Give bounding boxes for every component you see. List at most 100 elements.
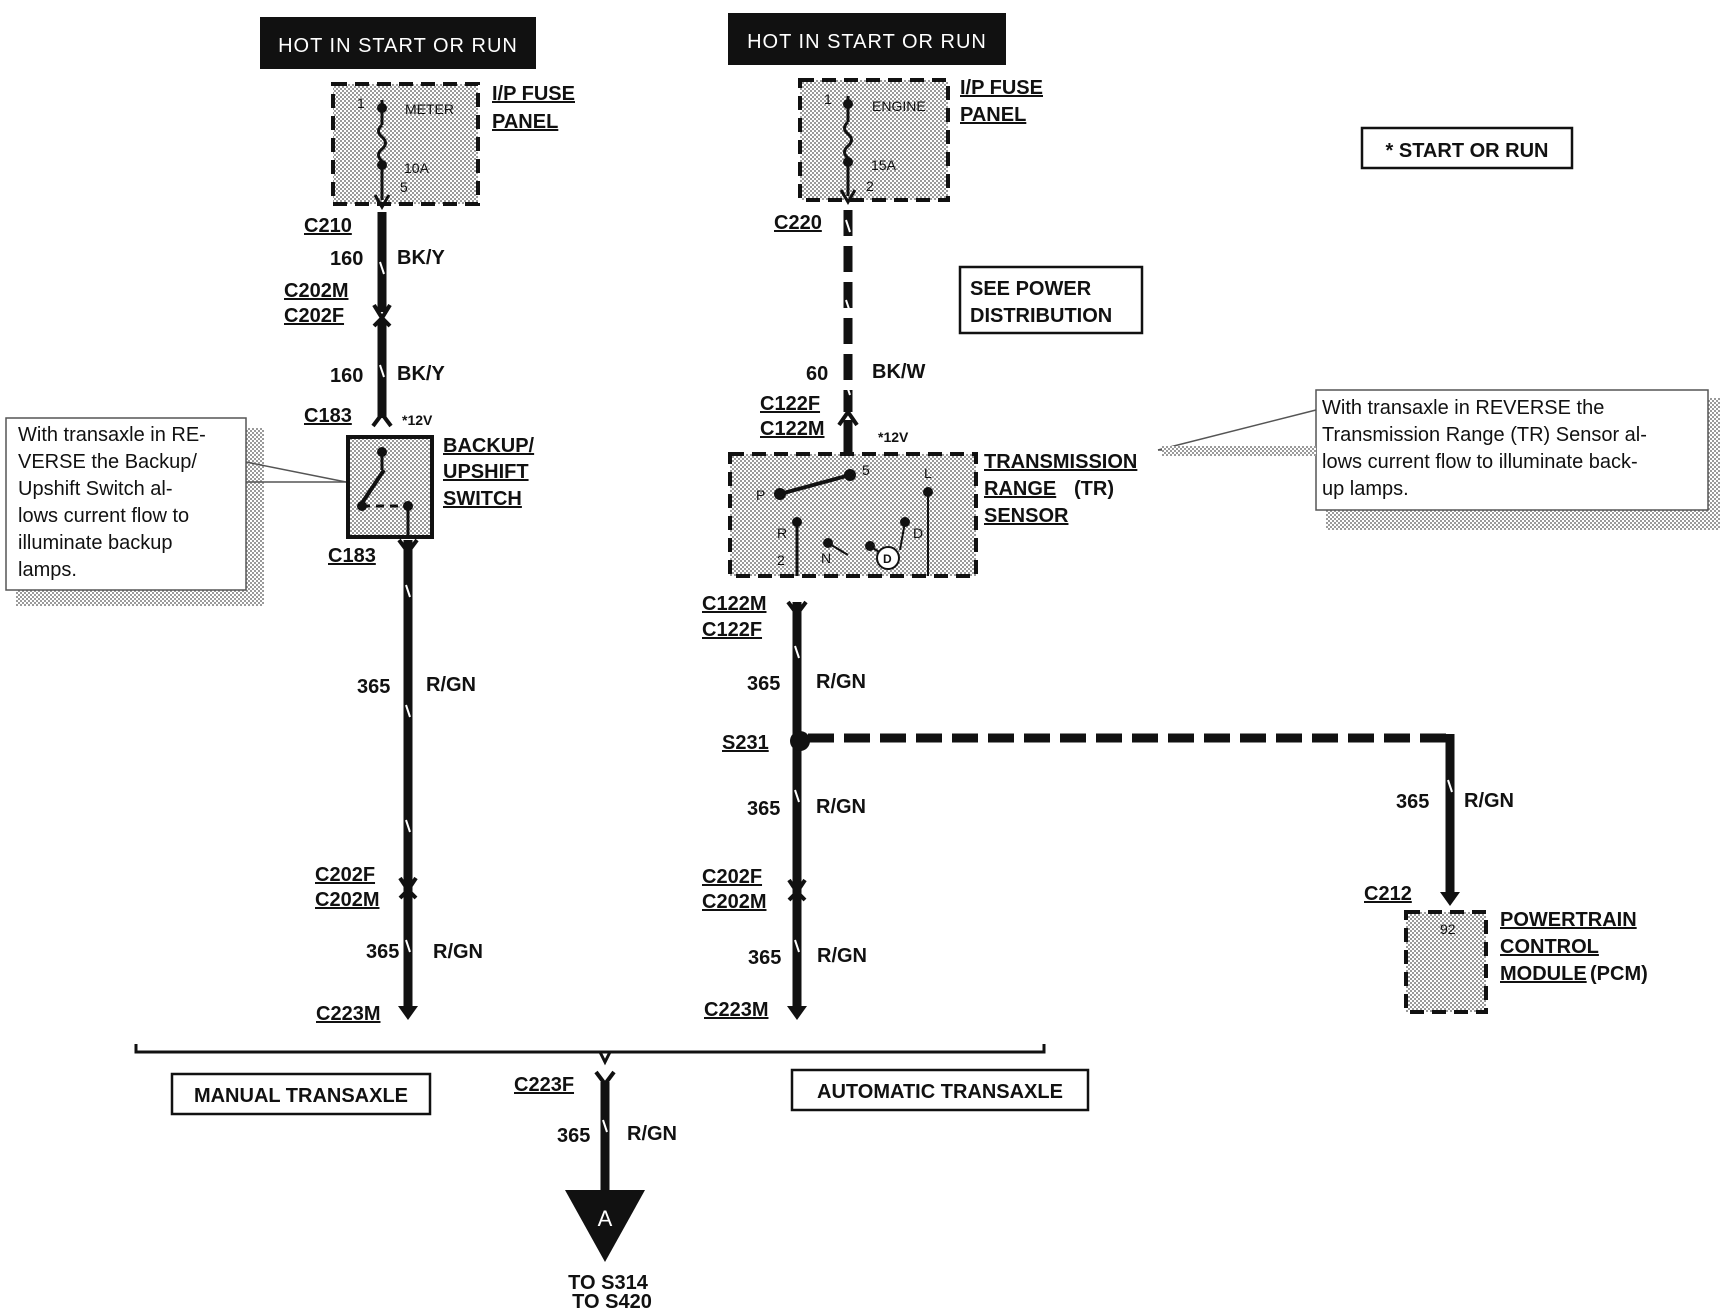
connector-c223m-left: C223M — [316, 1003, 380, 1025]
output-wire: A — [565, 1070, 645, 1262]
callout-right-line-4: up lamps. — [1322, 478, 1409, 500]
manual-transaxle-box: MANUAL TRANSAXLE — [170, 1072, 432, 1116]
callout-right: With transaxle in REVERSE the Transmissi… — [1157, 389, 1720, 530]
legend-text: * START OR RUN — [1386, 140, 1549, 162]
fuse-right-title-1: I/P FUSE — [960, 77, 1043, 99]
tr-title-1: TRANSMISSION — [984, 451, 1137, 473]
right-wire2-num: 365 — [747, 673, 780, 695]
left-wire4-num: 365 — [366, 941, 399, 963]
callout-right-line-1: With transaxle in REVERSE the — [1322, 397, 1604, 419]
pcm-title-1: POWERTRAIN — [1500, 909, 1637, 931]
bottom-brace — [134, 1044, 1046, 1066]
connector-c183-top: C183 — [304, 405, 352, 427]
callout-left-line-5: illuminate backup — [18, 532, 173, 554]
tr-pin-p: P — [756, 487, 765, 503]
left-wire-path — [371, 212, 419, 1020]
connector-c122m-bottom: C122M — [702, 593, 766, 615]
tr-sensor: P 5 L R N D D 2 — [728, 452, 978, 578]
left-wire2-num: 160 — [330, 365, 363, 387]
tr-pin-5: 5 — [862, 462, 870, 478]
switch-title-1: BACKUP/ — [443, 435, 535, 457]
right-wire2-color: R/GN — [816, 671, 866, 693]
pcm-title-2: CONTROL — [1500, 936, 1599, 958]
connector-c223m-right: C223M — [704, 999, 768, 1021]
connector-c122m-top: C122M — [760, 418, 824, 440]
pcm-wire-color: R/GN — [1464, 790, 1514, 812]
tr-pin-l: L — [924, 465, 932, 481]
s231-splice — [790, 731, 1460, 906]
switch-title-2: UPSHIFT — [443, 461, 529, 483]
right-voltage-12v: *12V — [878, 429, 909, 445]
start-or-run-legend: * START OR RUN — [1360, 126, 1574, 170]
fuse-right-element — [843, 120, 853, 160]
connector-c183-bottom: C183 — [328, 545, 376, 567]
output-wire-num: 365 — [557, 1125, 590, 1147]
callout-left-line-4: lows current flow to — [18, 505, 189, 527]
connector-c122f-bottom: C122F — [702, 619, 762, 641]
pcm-module: 92 — [1404, 910, 1488, 1014]
connector-a-marker — [565, 1190, 645, 1262]
right-wire4-num: 365 — [748, 947, 781, 969]
callout-left-line-2: VERSE the Backup/ — [18, 451, 197, 473]
tr-title-3: (TR) — [1074, 478, 1114, 500]
pcm-title-4: (PCM) — [1590, 963, 1648, 985]
tr-pin-2: 2 — [777, 552, 785, 568]
callout-left-line-3: Upshift Switch al- — [18, 478, 173, 500]
right-wire4-color: R/GN — [817, 945, 867, 967]
connector-c202f-right: C202F — [702, 866, 762, 888]
connector-c220: C220 — [774, 212, 822, 234]
callout-right-line-3: lows current flow to illuminate back- — [1322, 451, 1638, 473]
connector-c212: C212 — [1364, 883, 1412, 905]
right-wire-path — [786, 210, 859, 1020]
overdrive-icon — [876, 546, 900, 570]
left-voltage-12v: *12V — [402, 412, 433, 428]
right-wire3-num: 365 — [747, 798, 780, 820]
right-wire1-color: BK/W — [872, 361, 925, 383]
left-wire1-num: 160 — [330, 248, 363, 270]
see-power-line-2: DISTRIBUTION — [970, 305, 1112, 327]
automatic-transaxle-box: AUTOMATIC TRANSAXLE — [790, 1068, 1090, 1112]
tr-title-4: SENSOR — [984, 505, 1069, 527]
fuse-left-element — [377, 123, 387, 163]
left-wire2-color: BK/Y — [397, 363, 445, 385]
fuse-left-title-2: PANEL — [492, 111, 558, 133]
to-s420: TO S420 — [572, 1291, 652, 1312]
connector-c202m-right: C202M — [702, 891, 766, 913]
tr-pin-od: D — [883, 552, 892, 566]
left-wire4-color: R/GN — [433, 941, 483, 963]
fuse-left-title-1: I/P FUSE — [492, 83, 575, 105]
right-wire1-num: 60 — [806, 363, 828, 385]
callout-left: With transaxle in RE- VERSE the Backup/ … — [5, 417, 347, 606]
left-wire3-color: R/GN — [426, 674, 476, 696]
fuse-right-title-2: PANEL — [960, 104, 1026, 126]
see-power-distribution: SEE POWER DISTRIBUTION — [958, 265, 1144, 335]
left-wire3-num: 365 — [357, 676, 390, 698]
fuse-left-rating: 10A — [404, 160, 430, 176]
header-right: HOT IN START OR RUN — [728, 13, 1006, 65]
see-power-line-1: SEE POWER — [970, 278, 1092, 300]
connector-c122f-top: C122F — [760, 393, 820, 415]
fuse-left-pin-top: 1 — [357, 95, 365, 111]
fuse-right-rating: 15A — [871, 157, 897, 173]
fuse-left: 1 METER 10A 5 I/P FUSE PANEL — [331, 82, 575, 210]
pcm-title-3: MODULE — [1500, 963, 1587, 985]
manual-transaxle-text: MANUAL TRANSAXLE — [194, 1085, 408, 1107]
fuse-right-name: ENGINE — [872, 98, 926, 114]
connector-c202m-left-bottom: C202M — [315, 889, 379, 911]
header-left: HOT IN START OR RUN — [260, 17, 536, 69]
pcm-pin-92: 92 — [1440, 921, 1456, 937]
tr-title-2: RANGE — [984, 478, 1056, 500]
connector-c202m-left-top: C202M — [284, 280, 348, 302]
connector-c210: C210 — [304, 215, 352, 237]
callout-left-line-1: With transaxle in RE- — [18, 424, 206, 446]
header-right-text: HOT IN START OR RUN — [747, 31, 987, 53]
tr-pin-d: D — [913, 525, 923, 541]
splice-s231: S231 — [722, 732, 769, 754]
connector-c202f-left-bottom: C202F — [315, 864, 375, 886]
pcm-wire-num: 365 — [1396, 791, 1429, 813]
marker-a-text: A — [598, 1206, 613, 1231]
fuse-right-pin-top: 1 — [824, 91, 832, 107]
to-s314: TO S314 — [568, 1272, 649, 1294]
tr-pin-r: R — [777, 525, 787, 541]
